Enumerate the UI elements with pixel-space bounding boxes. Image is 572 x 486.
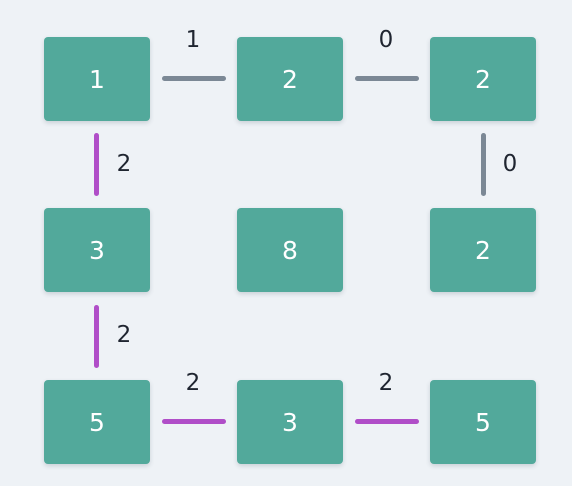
edge-weight-label: 2 <box>116 322 132 348</box>
edge-r1c0-r2c0 <box>94 305 99 368</box>
edge-weight-label: 0 <box>502 151 518 177</box>
edge-r2c1-r2c2 <box>355 419 419 424</box>
grid-cell-r2c2: 5 <box>430 380 536 464</box>
edge-r0c2-r1c2 <box>481 133 486 196</box>
grid-cell-r1c0: 3 <box>44 208 150 292</box>
edge-weight-label: 2 <box>378 370 394 396</box>
edge-weight-label: 2 <box>116 151 132 177</box>
edge-weight-label: 0 <box>378 27 394 53</box>
grid-cell-r0c2: 2 <box>430 37 536 121</box>
edge-weight-label: 1 <box>185 27 201 53</box>
edge-r0c0-r1c0 <box>94 133 99 196</box>
edge-r2c0-r2c1 <box>162 419 226 424</box>
grid-cell-r1c2: 2 <box>430 208 536 292</box>
grid-cell-r2c0: 5 <box>44 380 150 464</box>
edge-r0c1-r0c2 <box>355 76 419 81</box>
edge-r0c0-r0c1 <box>162 76 226 81</box>
grid-cell-r0c1: 2 <box>237 37 343 121</box>
grid-cell-r1c1: 8 <box>237 208 343 292</box>
grid-cell-r2c1: 3 <box>237 380 343 464</box>
grid-cell-r0c0: 1 <box>44 37 150 121</box>
edge-weight-label: 2 <box>185 370 201 396</box>
